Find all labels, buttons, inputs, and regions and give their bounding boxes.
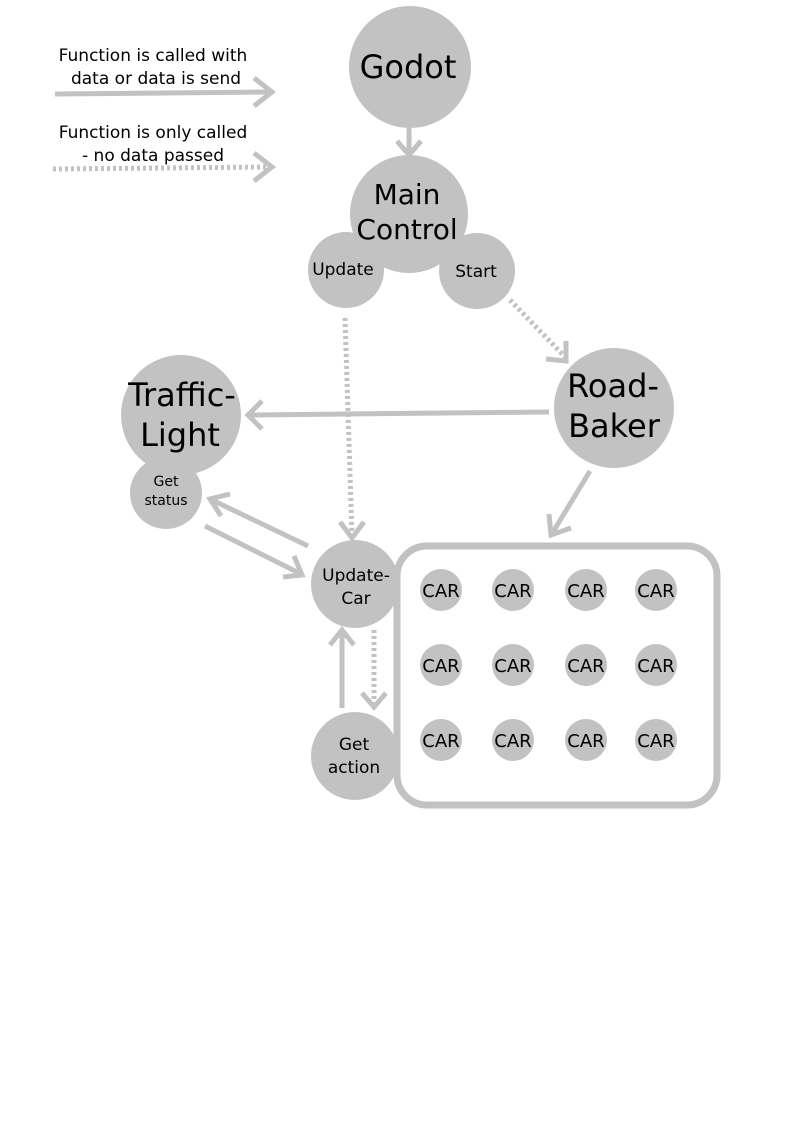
- car-node: CAR: [565, 569, 607, 611]
- node-update-car: Update- Car: [311, 540, 399, 628]
- node-get-action: Get action: [311, 712, 399, 800]
- car-label: CAR: [637, 731, 674, 752]
- node-update-car-line1: Update-: [322, 566, 390, 586]
- arrow-get-status-to-update-car: [203, 523, 306, 580]
- node-main-control-line2: Control: [356, 213, 457, 246]
- car-node: CAR: [565, 644, 607, 686]
- arrow-road-baker-to-cars: [546, 469, 593, 539]
- car-label: CAR: [494, 581, 531, 602]
- car-label: CAR: [494, 656, 531, 677]
- car-node: CAR: [420, 644, 462, 686]
- car-node: CAR: [635, 569, 677, 611]
- arrow-update-car-to-get-status: [206, 491, 310, 549]
- car-label: CAR: [567, 581, 604, 602]
- legend-solid-arrow: [54, 76, 277, 108]
- node-godot-label: Godot: [360, 48, 457, 86]
- car-node: CAR: [492, 644, 534, 686]
- car-node: CAR: [420, 719, 462, 761]
- car-label: CAR: [422, 581, 459, 602]
- node-road-baker-line1: Road-: [567, 367, 659, 405]
- node-traffic-light-line2: Light: [140, 416, 220, 454]
- legend-dotted-arrow: [52, 151, 277, 183]
- arrow-get-action-to-update-car: [328, 625, 356, 708]
- arrow-start-to-road-baker: [508, 298, 569, 364]
- car-label: CAR: [567, 656, 604, 677]
- node-get-status-line1: Get: [154, 474, 179, 490]
- car-circle: [492, 719, 534, 761]
- arrow-godot-to-main-control: [395, 128, 423, 159]
- node-get-action-line1: Get: [339, 735, 370, 755]
- car-circle: [492, 569, 534, 611]
- car-label: CAR: [422, 731, 459, 752]
- nodes: Godot Main Control Update Start Road- Ba…: [121, 6, 674, 800]
- legend-dotted-line1: Function is only called: [59, 123, 248, 143]
- car-node: CAR: [492, 719, 534, 761]
- car-circle: [565, 569, 607, 611]
- car-circle: [420, 719, 462, 761]
- node-update-car-line2: Car: [341, 589, 370, 609]
- car-circle: [420, 569, 462, 611]
- car-label: CAR: [637, 656, 674, 677]
- car-circle: [635, 644, 677, 686]
- car-node: CAR: [635, 644, 677, 686]
- node-main-control-line1: Main: [374, 178, 441, 211]
- arrow-update-car-to-get-action: [360, 630, 388, 711]
- car-label: CAR: [567, 731, 604, 752]
- legend-solid-line1: Function is called with: [59, 46, 248, 66]
- arrow-update-to-update-car: [338, 317, 366, 543]
- car-label: CAR: [637, 581, 674, 602]
- node-traffic-light: Traffic- Light Get status: [121, 355, 241, 529]
- legend-dotted-line2: - no data passed: [82, 146, 224, 166]
- cars-container: CAR CAR CAR CAR CAR CAR CAR CAR CAR CAR CAR CAR: [393, 542, 721, 809]
- node-road-baker: Road- Baker: [554, 348, 674, 468]
- legend-solid-line2: data or data is send: [71, 69, 241, 89]
- node-main-control: Main Control Update Start: [308, 155, 515, 309]
- car-circle: [565, 719, 607, 761]
- car-circle: [635, 719, 677, 761]
- car-circle: [492, 644, 534, 686]
- car-node: CAR: [492, 569, 534, 611]
- node-godot: Godot: [349, 6, 471, 128]
- arrows: [203, 128, 593, 711]
- car-node: CAR: [420, 569, 462, 611]
- cars-grid: CAR CAR CAR CAR CAR CAR CAR CAR CAR CAR CAR CAR: [420, 569, 677, 761]
- node-get-status-line2: status: [144, 493, 187, 509]
- arrow-road-baker-to-traffic-light: [244, 399, 550, 431]
- car-label: CAR: [422, 656, 459, 677]
- node-road-baker-line2: Baker: [568, 407, 661, 445]
- node-update-label: Update: [312, 260, 374, 280]
- car-circle: [420, 644, 462, 686]
- car-node: CAR: [635, 719, 677, 761]
- legend: Function is called with data or data is …: [52, 46, 277, 183]
- node-traffic-light-line1: Traffic-: [127, 376, 236, 414]
- car-node: CAR: [565, 719, 607, 761]
- car-circle: [635, 569, 677, 611]
- node-get-action-line2: action: [328, 758, 380, 778]
- node-start-label: Start: [455, 262, 497, 282]
- car-circle: [565, 644, 607, 686]
- car-label: CAR: [494, 731, 531, 752]
